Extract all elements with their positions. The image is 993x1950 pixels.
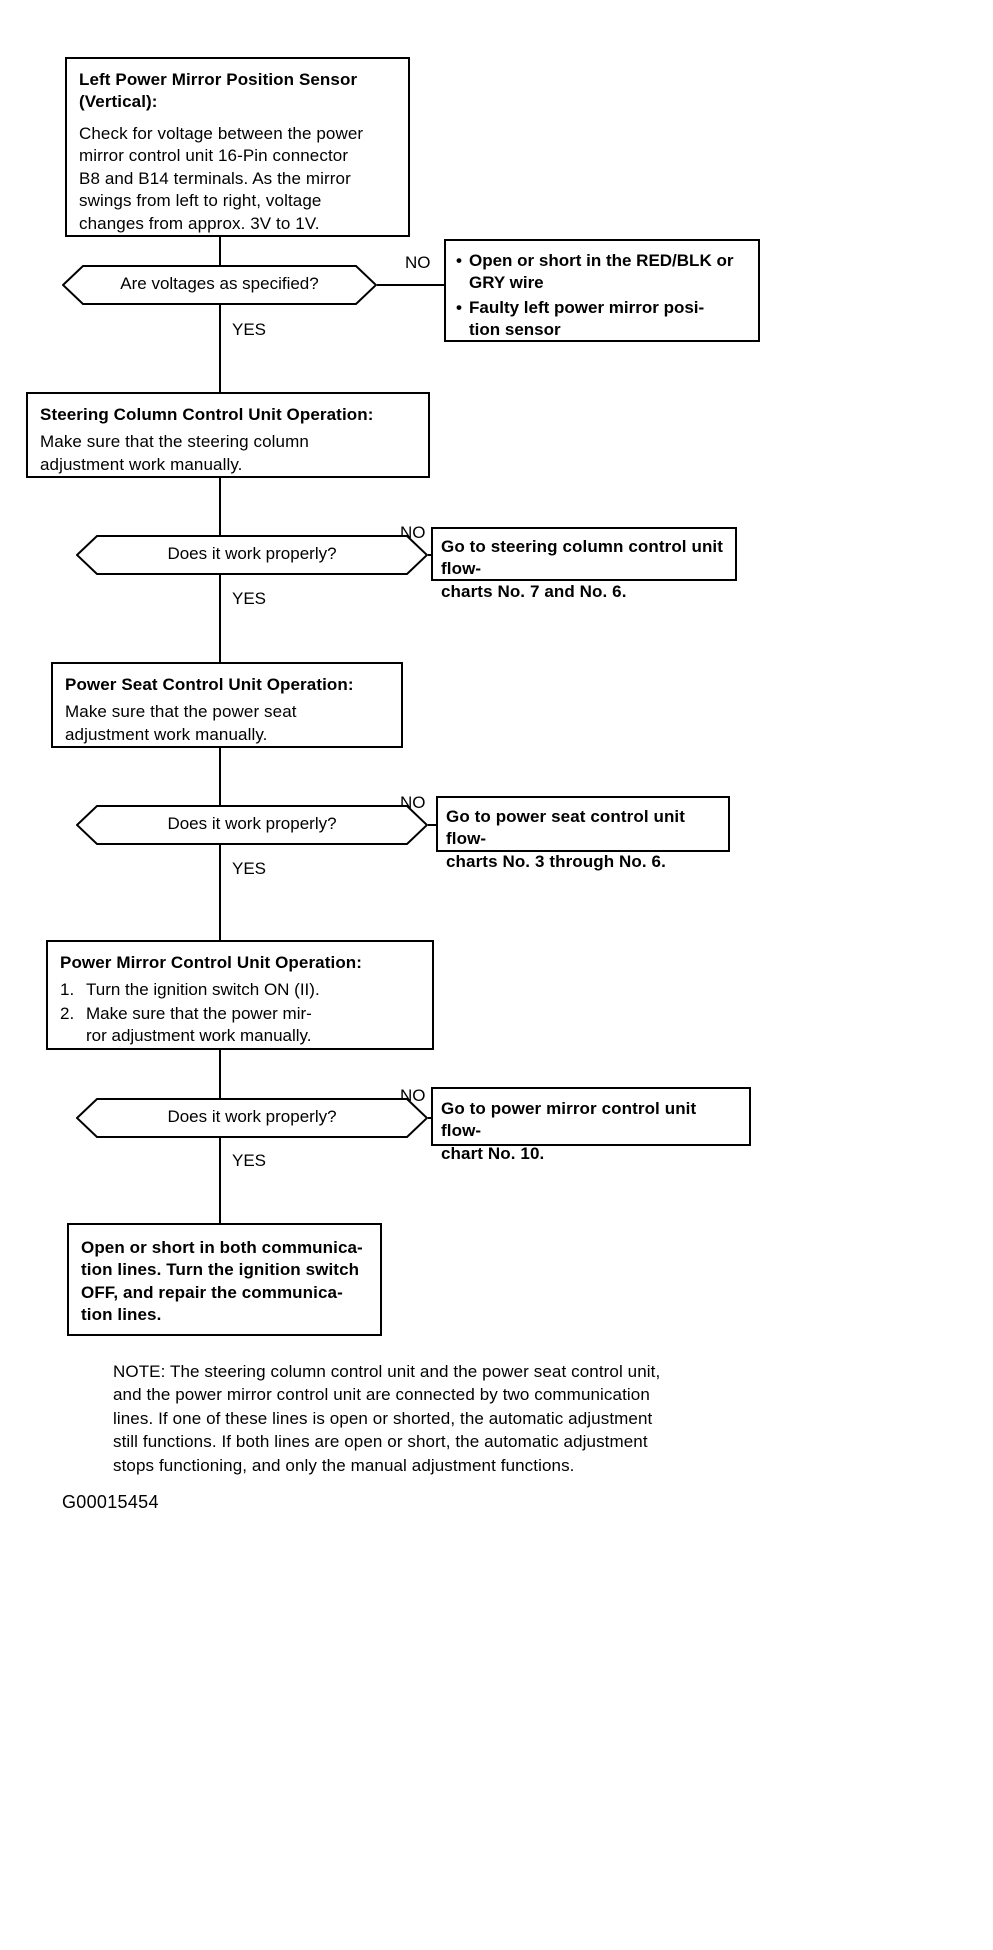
decision-seat-works-shape bbox=[76, 805, 428, 845]
decision-voltages-shape bbox=[62, 265, 377, 305]
step-box-steering-column-header: Steering Column Control Unit Operation: bbox=[40, 405, 374, 424]
list-item-number: 2. bbox=[60, 1003, 75, 1023]
decision-seat-works: Does it work properly? bbox=[76, 805, 428, 845]
list-item: • Open or short in the RED/BLK or GRY wi… bbox=[456, 250, 748, 295]
list-item-text: Turn the ignition switch ON (II). bbox=[86, 980, 320, 1000]
step-box-power-mirror-header: Power Mirror Control Unit Operation: bbox=[60, 953, 363, 972]
step-box-power-mirror: Power Mirror Control Unit Operation: 1. … bbox=[46, 940, 434, 1050]
list-item: 2. Make sure that the power mir- ror adj… bbox=[60, 1003, 420, 1048]
decision-voltages: Are voltages as specified? bbox=[62, 265, 377, 305]
step-box-steering-column-body: Make sure that the steering column adjus… bbox=[40, 432, 309, 474]
figure-id: G00015454 bbox=[62, 1492, 159, 1512]
footer-note: NOTE: The steering column control unit a… bbox=[113, 1362, 661, 1475]
outcome-box-seat-goto-text: Go to power seat control unit flow- char… bbox=[446, 807, 686, 871]
decision-mirror-works: Does it work properly? bbox=[76, 1098, 428, 1138]
label-yes-2: YES bbox=[232, 589, 267, 608]
outcome-box-steering-goto-text: Go to steering column control unit flow-… bbox=[441, 537, 724, 601]
connector-decision2-no bbox=[428, 554, 432, 556]
outcome-box-mirror-goto: Go to power mirror control unit flow- ch… bbox=[431, 1087, 751, 1163]
step-box-sensor-check: Left Power Mirror Position Sensor (Verti… bbox=[65, 57, 410, 237]
list-item-text: Open or short in the RED/BLK or GRY wire bbox=[469, 251, 734, 293]
label-yes-3: YES bbox=[232, 859, 267, 878]
connector-decision4-no bbox=[428, 1117, 432, 1119]
outcome-box-sensor-fault: • Open or short in the RED/BLK or GRY wi… bbox=[444, 239, 760, 342]
decision-voltages-label: Are voltages as specified? bbox=[120, 274, 319, 293]
step-box-sensor-check-body: Check for voltage between the power mirr… bbox=[79, 123, 364, 233]
label-no-1: NO bbox=[405, 253, 431, 272]
outcome-box-final-text: Open or short in both communica- tion li… bbox=[81, 1238, 363, 1325]
connector-steering-to-decision2 bbox=[219, 478, 221, 535]
connector-decision1-yes bbox=[219, 305, 221, 392]
step-box-power-seat: Power Seat Control Unit Operation: Make … bbox=[51, 662, 403, 748]
bullet-icon: • bbox=[456, 297, 462, 317]
list-item-text: Faulty left power mirror posi- tion sens… bbox=[469, 297, 705, 340]
outcome-box-seat-goto: Go to power seat control unit flow- char… bbox=[436, 796, 730, 871]
connector-decision1-no bbox=[377, 284, 444, 286]
bullet-icon: • bbox=[456, 251, 462, 270]
decision-steering-works-label: Does it work properly? bbox=[167, 544, 337, 563]
outcome-box-final: Open or short in both communica- tion li… bbox=[67, 1223, 382, 1336]
outcome-box-mirror-goto-text: Go to power mirror control unit flow- ch… bbox=[441, 1099, 697, 1163]
connector-mirror-to-decision4 bbox=[219, 1050, 221, 1098]
connector-decision3-yes bbox=[219, 845, 221, 940]
list-item: • Faulty left power mirror posi- tion se… bbox=[456, 297, 748, 342]
decision-mirror-works-label: Does it work properly? bbox=[167, 1107, 337, 1126]
decision-mirror-works-shape bbox=[76, 1098, 428, 1138]
decision-steering-works: Does it work properly? bbox=[76, 535, 428, 575]
decision-steering-works-shape bbox=[76, 535, 428, 575]
step-box-power-seat-header: Power Seat Control Unit Operation: bbox=[65, 675, 354, 694]
outcome-box-sensor-fault-list: • Open or short in the RED/BLK or GRY wi… bbox=[456, 250, 748, 342]
list-item-text: Make sure that the power mir- ror adjust… bbox=[86, 1003, 312, 1046]
list-item: 1. Turn the ignition switch ON (II). bbox=[60, 979, 420, 1001]
step-box-sensor-check-header: Left Power Mirror Position Sensor (Verti… bbox=[79, 70, 358, 112]
step-box-steering-column: Steering Column Control Unit Operation: … bbox=[26, 392, 430, 478]
connector-decision4-yes bbox=[219, 1138, 221, 1223]
list-item-number: 1. bbox=[60, 980, 75, 1000]
connector-decision3-no bbox=[428, 824, 437, 826]
label-yes-4: YES bbox=[232, 1151, 267, 1170]
step-box-power-mirror-list: 1. Turn the ignition switch ON (II). 2. … bbox=[60, 979, 420, 1047]
connector-sensor-to-decision1 bbox=[219, 237, 221, 265]
connector-seat-to-decision3 bbox=[219, 748, 221, 805]
decision-seat-works-label: Does it work properly? bbox=[167, 814, 337, 833]
label-yes-1: YES bbox=[232, 320, 267, 339]
connector-decision2-yes bbox=[219, 575, 221, 662]
step-box-power-seat-body: Make sure that the power seat adjustment… bbox=[65, 702, 297, 744]
outcome-box-steering-goto: Go to steering column control unit flow-… bbox=[431, 527, 737, 601]
